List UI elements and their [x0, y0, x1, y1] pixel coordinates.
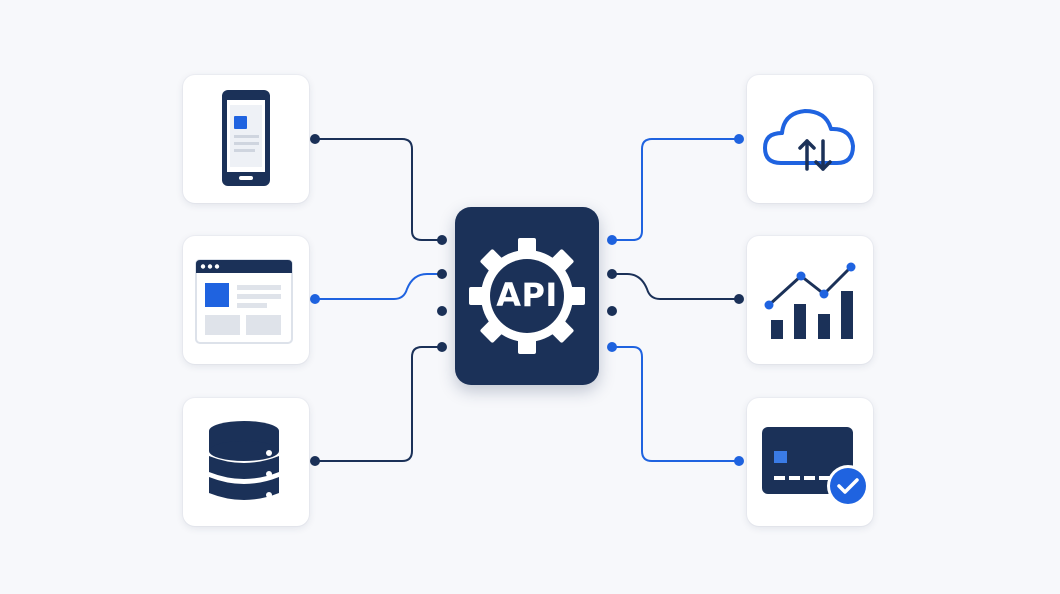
connector-api-to-analytics: [612, 273, 739, 300]
hub-port-dot: [437, 235, 447, 245]
connector-mobile-to-api: [315, 138, 442, 241]
hub-port-dot: [437, 306, 447, 316]
connector-api-to-cloud: [612, 138, 739, 241]
connector-api-to-payment: [612, 346, 739, 462]
endpoint-dot: [734, 294, 744, 304]
endpoint-dot: [310, 456, 320, 466]
endpoint-dot: [734, 134, 744, 144]
gear-icon: [469, 238, 585, 354]
payment-card: [747, 398, 873, 526]
cloud-sync-card: [747, 75, 873, 203]
endpoint-dot: [310, 134, 320, 144]
connector-browser-to-api: [315, 273, 442, 300]
hub-port-dot: [607, 342, 617, 352]
hub-port-dot: [437, 342, 447, 352]
web-browser-icon: [195, 259, 293, 344]
analytics-chart-icon: [764, 262, 856, 339]
endpoint-dot: [734, 456, 744, 466]
hub-port-dot: [607, 235, 617, 245]
cloud-sync-icon: [763, 109, 855, 171]
endpoint-dot: [310, 294, 320, 304]
payment-card-verified-icon: [762, 427, 869, 507]
analytics-card: [747, 236, 873, 364]
hub-port-dot: [437, 269, 447, 279]
hub-label: API: [496, 276, 558, 314]
hub-port-dot: [607, 269, 617, 279]
mobile-app-card: [183, 75, 309, 203]
database-server-icon: [209, 421, 279, 500]
web-app-card: [183, 236, 309, 364]
connector-database-to-api: [315, 346, 442, 462]
mobile-phone-icon: [222, 90, 270, 186]
api-hub: API: [455, 207, 599, 385]
database-card: [183, 398, 309, 526]
hub-port-dot: [607, 306, 617, 316]
